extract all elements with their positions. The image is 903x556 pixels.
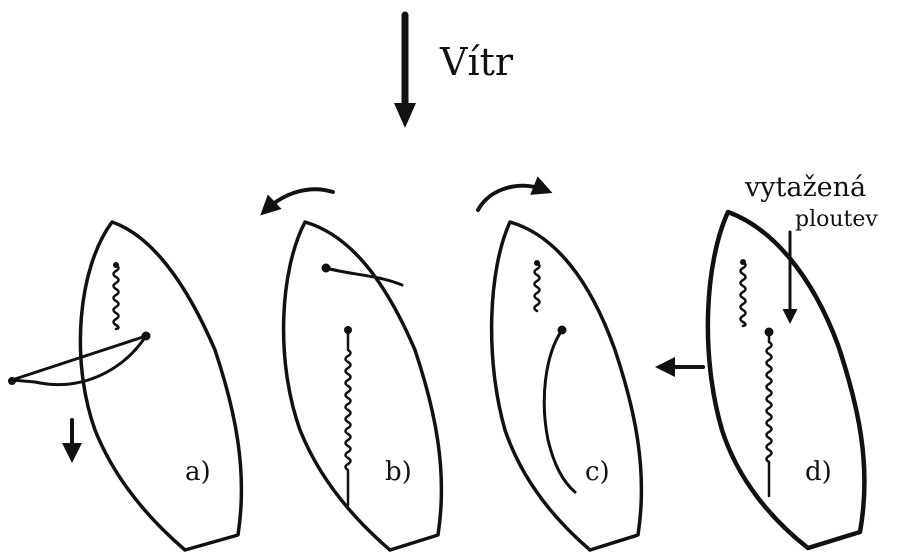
mast-foot-a xyxy=(141,331,151,341)
rotation-arrow-c xyxy=(476,176,553,212)
panel-c: c) xyxy=(476,176,644,552)
panel-a: a) xyxy=(8,220,244,552)
fin-a xyxy=(112,263,120,331)
panel-label-b: b) xyxy=(385,457,412,487)
fin-top-a xyxy=(113,262,119,268)
wind-arrowhead xyxy=(394,103,416,128)
panel-label-a: a) xyxy=(185,457,211,487)
fin-top-c xyxy=(534,260,540,266)
fin-c xyxy=(533,261,541,313)
board-hull-d xyxy=(705,209,867,551)
panel-label-d: d) xyxy=(805,457,832,487)
panel-d: vytažená ploutev d) xyxy=(655,172,878,551)
panel-label-c: c) xyxy=(585,457,610,487)
sail-b xyxy=(324,266,404,287)
panel-b: b) xyxy=(260,187,444,552)
board-hull-c xyxy=(489,220,644,552)
fin-top-d xyxy=(740,259,746,265)
fin-top-b xyxy=(344,326,352,334)
rotation-arrow-b xyxy=(260,187,335,216)
boom-end-a xyxy=(8,377,16,385)
mast-foot-d xyxy=(764,327,774,337)
board-hull-a xyxy=(78,220,244,552)
annotation-line-1: vytažená xyxy=(744,172,866,203)
annotation-line-2: ploutev xyxy=(795,207,878,232)
fin-b xyxy=(344,328,352,507)
wind-label: Vítr xyxy=(439,40,514,84)
board-hull-b xyxy=(281,220,444,552)
sail-c xyxy=(542,328,577,494)
fin-d-pulled xyxy=(765,330,773,498)
wind-indicator: Vítr xyxy=(394,11,514,128)
mast-foot-c xyxy=(557,325,567,335)
fin-d-upper xyxy=(739,260,747,328)
sail-a xyxy=(10,334,148,387)
mast-foot-b xyxy=(321,263,331,273)
